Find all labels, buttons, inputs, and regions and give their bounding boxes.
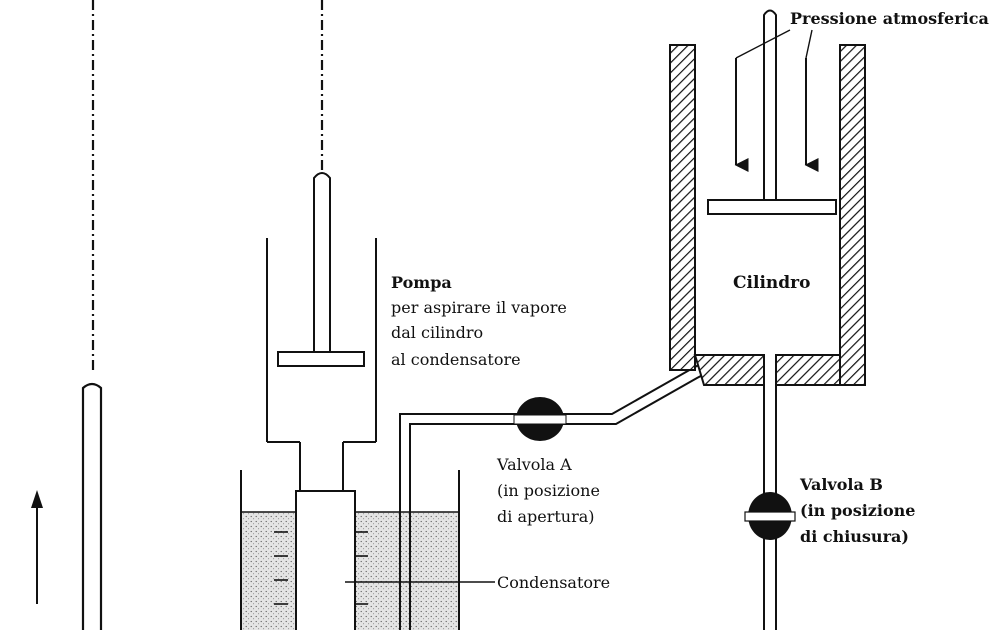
pump	[266, 238, 377, 490]
label-valvola-b-line1: (in posizione	[800, 501, 915, 520]
pressure-arrows	[734, 29, 819, 172]
label-valvola-b-title: Valvola B	[799, 475, 883, 494]
label-valvola-a-line1: (in posizione	[497, 481, 600, 500]
pump-piston	[277, 172, 365, 367]
label-pressione: Pressione atmosferica	[790, 9, 989, 28]
label-pompa-line1: per aspirare il vapore	[391, 298, 567, 317]
label-valvola-a-line2: di apertura)	[497, 507, 595, 526]
label-condensatore: Condensatore	[497, 573, 610, 592]
label-pompa-line2: dal cilindro	[391, 323, 483, 342]
condenser-vessel	[295, 490, 356, 630]
valve-a-icon	[513, 397, 567, 441]
label-valvola-b-line2: di chiusura)	[800, 527, 909, 546]
valve-b-icon	[744, 492, 796, 540]
cylinder-piston	[707, 9, 837, 215]
label-valvola-a-title: Valvola A	[496, 455, 572, 474]
label-pompa-title: Pompa	[391, 273, 452, 292]
axis-dash-lines	[91, 0, 324, 370]
up-arrow-icon	[31, 490, 43, 604]
condenser-ticks	[274, 531, 368, 605]
left-rod	[81, 382, 103, 630]
label-cilindro: Cilindro	[733, 273, 810, 293]
label-pompa-line3: al condensatore	[391, 350, 521, 369]
cylinder-walls	[669, 44, 866, 386]
